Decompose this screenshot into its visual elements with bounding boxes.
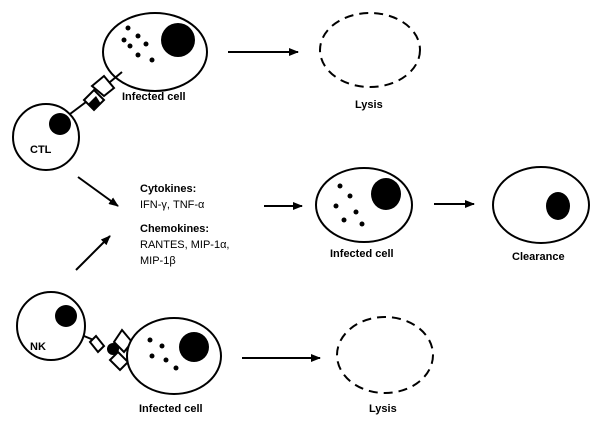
nk-nucleus-icon xyxy=(55,305,77,327)
lysed-cell-top xyxy=(319,12,421,88)
chemokines-line-1: RANTES, MIP-1α, xyxy=(140,239,229,251)
clearance-label: Clearance xyxy=(512,251,565,263)
arrow-nk-to-cytokines xyxy=(75,235,111,271)
cytokines-list: IFN-γ, TNF-α xyxy=(140,199,205,211)
nk-receptor-icon xyxy=(83,328,134,372)
virus-particles-icon xyxy=(147,337,179,371)
infected-cell-bottom-label: Infected cell xyxy=(139,403,203,415)
infected-cell-top-label: Infected cell xyxy=(122,91,186,103)
chemokines-heading: Chemokines: xyxy=(140,223,209,235)
lysis-top-label: Lysis xyxy=(355,99,383,111)
lysis-bottom-label: Lysis xyxy=(369,403,397,415)
infected-cell-top xyxy=(102,12,208,92)
cleared-cell xyxy=(492,166,590,244)
ctl-cell xyxy=(12,103,80,171)
nucleus-icon xyxy=(161,23,195,57)
ctl-nucleus-icon xyxy=(49,113,71,135)
virus-particles-icon xyxy=(121,25,155,63)
arrow-ctl-to-cytokines xyxy=(77,176,119,207)
infected-cell-bottom xyxy=(126,317,222,395)
nucleus-icon xyxy=(371,178,401,210)
tcr-mhc-receptor-icon xyxy=(69,71,123,115)
nk-cell xyxy=(16,291,86,361)
virus-particles-icon xyxy=(333,183,365,227)
nucleus-icon xyxy=(179,332,209,362)
ctl-label: CTL xyxy=(30,144,52,156)
nk-label: NK xyxy=(30,341,46,353)
nucleus-icon xyxy=(546,192,570,220)
chemokines-line-2: MIP-1β xyxy=(140,255,176,267)
infected-cell-middle xyxy=(315,167,413,243)
infected-cell-middle-label: Infected cell xyxy=(330,248,394,260)
cytokines-heading: Cytokines: xyxy=(140,183,196,195)
lysed-cell-bottom xyxy=(336,316,434,394)
